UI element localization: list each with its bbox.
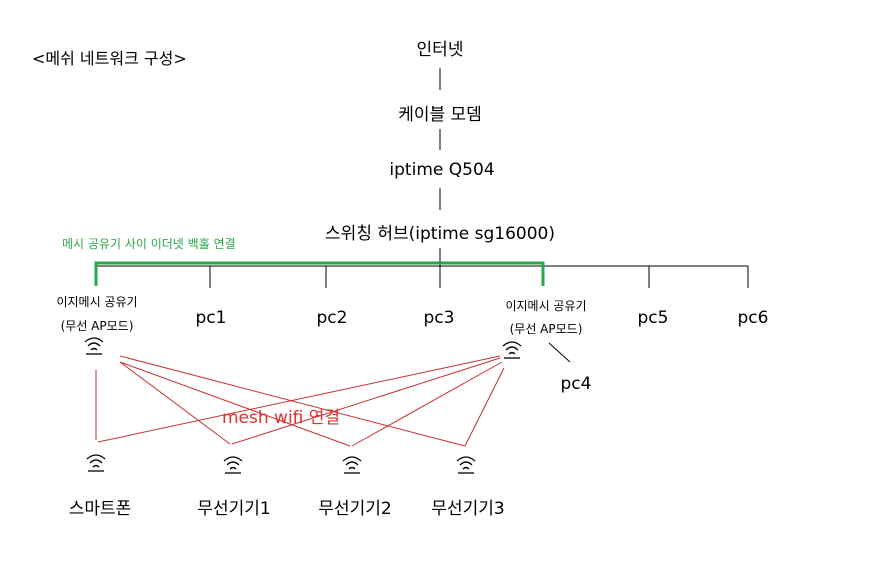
wifi-icon	[223, 456, 243, 474]
ethernet-backhaul-line	[94, 261, 545, 286]
device-wireless-1: 무선기기1	[197, 499, 271, 519]
diagram-title: <메쉬 네트워크 구성>	[32, 49, 187, 68]
mesh-node-1-name: 이지메시 공유기	[56, 295, 138, 309]
node-internet: 인터넷	[416, 40, 464, 60]
node-pc5: pc5	[637, 308, 669, 328]
mesh-node-2-name: 이지메시 공유기	[505, 299, 587, 313]
line-pc4	[548, 342, 571, 363]
device-smartphone: 스마트폰	[68, 499, 132, 519]
mesh-node-1-mode: (무선 AP모드)	[60, 319, 134, 333]
mesh-wifi-label: mesh wifi 연결	[222, 408, 341, 428]
node-pc4: pc4	[560, 374, 592, 394]
node-pc2: pc2	[316, 308, 348, 328]
mesh-node-2-mode: (무선 AP모드)	[509, 322, 583, 336]
device-wireless-3: 무선기기3	[431, 499, 505, 519]
mesh-wifi-lines	[95, 355, 505, 447]
node-pc3: pc3	[423, 308, 455, 328]
wifi-icon	[86, 454, 106, 472]
node-pc6: pc6	[737, 308, 769, 328]
wifi-icon	[502, 341, 522, 359]
node-router: iptime Q504	[389, 160, 495, 180]
wifi-icon	[456, 456, 476, 474]
node-cable-modem: 케이블 모뎀	[398, 105, 482, 125]
node-switch: 스위칭 허브(iptime sg16000)	[325, 224, 555, 244]
node-pc1: pc1	[195, 308, 227, 328]
device-wireless-2: 무선기기2	[318, 499, 392, 519]
wifi-icon	[84, 337, 104, 355]
wifi-icon	[342, 456, 362, 474]
backhaul-label: 메시 공유기 사이 이더넷 백홀 연결	[62, 237, 236, 251]
